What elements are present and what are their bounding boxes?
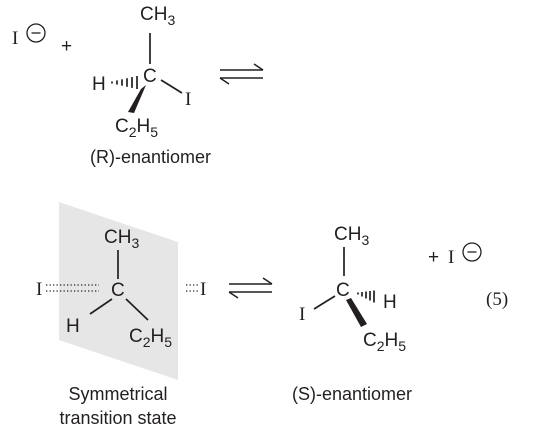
ts-hydrogen-atom: H	[66, 316, 80, 337]
ts-methyl-group: CH3	[104, 227, 139, 251]
iodide-anion-right: I	[448, 242, 482, 268]
ethyl-group: C2H5	[115, 116, 158, 140]
iodide-symbol: I	[12, 28, 18, 49]
negative-charge-icon	[26, 23, 46, 43]
hydrogen-atom: H	[383, 292, 397, 313]
hashed-bond-c-h	[357, 290, 375, 303]
methyl-group: CH3	[140, 4, 175, 28]
methyl-group: CH3	[334, 224, 369, 248]
ethyl-group: C2H5	[363, 330, 406, 354]
ts-carbon: C	[111, 280, 125, 301]
negative-charge-icon	[462, 242, 482, 262]
transition-state: I I CH3 C H C2H5	[36, 202, 206, 380]
wedge-bond-c-ethyl	[346, 298, 367, 327]
equation-number: (5)	[486, 289, 508, 310]
r-enantiomer-molecule: CH3 C H I C2H5	[92, 4, 191, 140]
bond-c-i	[160, 79, 183, 94]
symmetry-plane	[59, 202, 178, 380]
iodide-symbol-right: I	[448, 247, 454, 268]
hashed-bond-c-h	[111, 76, 138, 89]
iodine-atom: I	[299, 304, 305, 325]
ts-bond-c-h	[89, 298, 113, 315]
iodide-anion-left: I	[12, 23, 46, 49]
hydrogen-atom: H	[92, 74, 106, 95]
r-enantiomer-caption: (R)-enantiomer	[90, 147, 211, 167]
equilibrium-arrow-top	[219, 63, 264, 85]
chiral-carbon: C	[336, 280, 350, 301]
ts-iodine-right: I	[200, 279, 206, 300]
ts-partial-bond-right	[186, 284, 198, 292]
bond-c-i	[313, 295, 336, 310]
ts-caption-line1: Symmetrical	[68, 384, 167, 404]
ts-iodine-left: I	[36, 279, 42, 300]
wedge-bond-c-ethyl	[128, 85, 146, 113]
ts-bond-c-ethyl	[125, 298, 149, 321]
s-enantiomer-molecule: CH3 C I H C2H5	[299, 224, 406, 354]
s-enantiomer-caption: (S)-enantiomer	[292, 384, 412, 404]
equilibrium-arrow-bottom	[228, 277, 273, 299]
ts-ethyl-group: C2H5	[129, 326, 172, 350]
iodine-atom: I	[185, 89, 191, 110]
plus-sign: +	[61, 36, 72, 57]
ts-caption-line2: transition state	[59, 408, 176, 428]
chiral-carbon: C	[143, 66, 157, 87]
plus-sign-right: +	[428, 247, 439, 268]
